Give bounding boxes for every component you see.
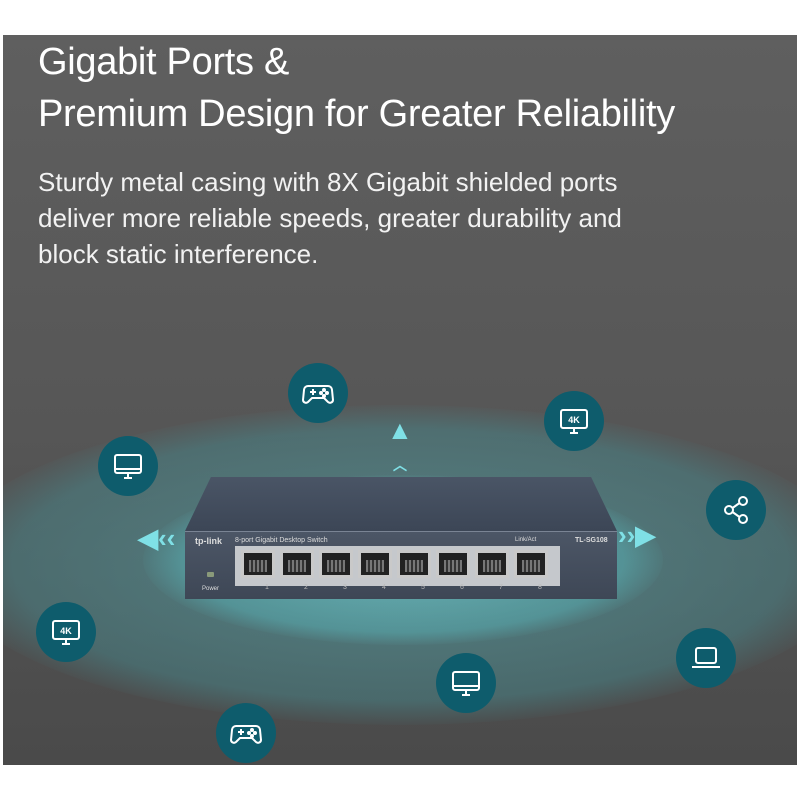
4k-monitor-icon: 4K bbox=[544, 391, 604, 451]
power-led bbox=[207, 572, 214, 577]
description-line-1: Sturdy metal casing with 8X Gigabit shie… bbox=[38, 167, 618, 197]
network-switch: tp-link 8-port Gigabit Desktop Switch Li… bbox=[185, 477, 617, 599]
ethernet-port bbox=[436, 550, 470, 578]
description-line-3: block static interference. bbox=[38, 239, 319, 269]
monitor-icon bbox=[436, 653, 496, 713]
port-number: 7 bbox=[499, 584, 503, 591]
port-number: 3 bbox=[343, 584, 347, 591]
port-number: 8 bbox=[538, 584, 542, 591]
port-number: 2 bbox=[304, 584, 308, 591]
ethernet-port bbox=[514, 550, 548, 578]
ethernet-port bbox=[358, 550, 392, 578]
heading-line-2: Premium Design for Greater Reliability bbox=[38, 93, 675, 135]
port-number: 4 bbox=[382, 584, 386, 591]
link-act-label: Link/Act bbox=[515, 537, 537, 543]
arrow-left-icon: ◀‹‹ bbox=[138, 523, 176, 553]
gamepad-icon bbox=[288, 363, 348, 423]
product-banner: Gigabit Ports & Premium Design for Great… bbox=[3, 35, 797, 765]
ethernet-port bbox=[397, 550, 431, 578]
power-label: Power bbox=[202, 586, 220, 592]
ethernet-port bbox=[280, 550, 314, 578]
switch-top bbox=[185, 477, 617, 531]
arrow-right-icon: ››▶ bbox=[618, 520, 656, 550]
ethernet-port bbox=[475, 550, 509, 578]
switch-front: tp-link 8-port Gigabit Desktop Switch Li… bbox=[185, 531, 617, 599]
heading-line-1: Gigabit Ports & bbox=[38, 41, 290, 83]
ethernet-port bbox=[319, 550, 353, 578]
port-number: 5 bbox=[421, 584, 425, 591]
svg-text:4K: 4K bbox=[60, 626, 72, 636]
port-number: 1 bbox=[265, 584, 269, 591]
gamepad-icon bbox=[216, 703, 276, 763]
4k-monitor-icon: 4K bbox=[36, 602, 96, 662]
laptop-icon bbox=[676, 628, 736, 688]
model-label: TL-SG108 bbox=[575, 537, 608, 544]
product-line-label: 8-port Gigabit Desktop Switch bbox=[235, 537, 328, 544]
svg-text:4K: 4K bbox=[568, 415, 580, 425]
ethernet-port bbox=[241, 550, 275, 578]
arrow-up-icon: ▲︿ bbox=[387, 415, 413, 473]
description-line-2: deliver more reliable speeds, greater du… bbox=[38, 203, 622, 233]
share-icon bbox=[706, 480, 766, 540]
brand-logo: tp-link bbox=[195, 536, 222, 546]
monitor-icon bbox=[98, 436, 158, 496]
port-number: 6 bbox=[460, 584, 464, 591]
